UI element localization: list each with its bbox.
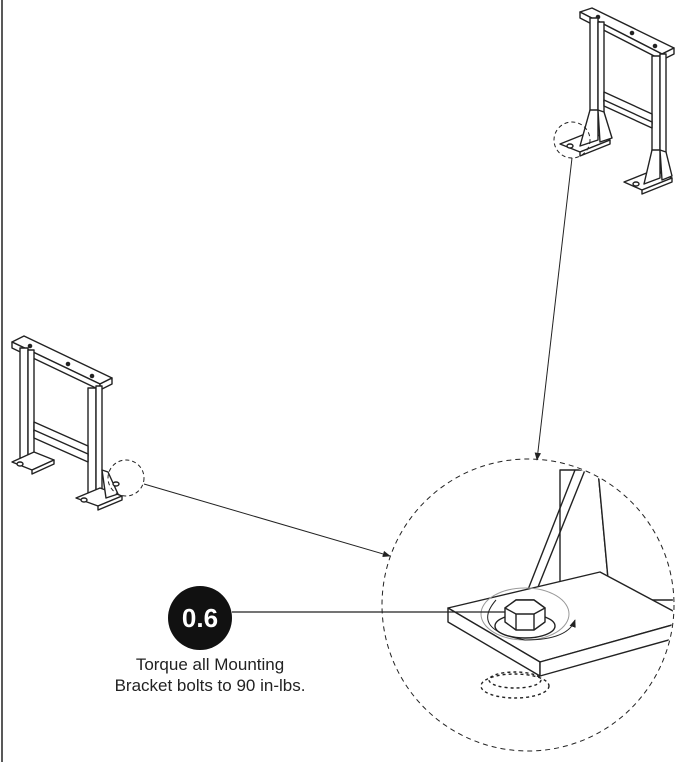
left-leader-line <box>143 483 391 558</box>
step-number-badge: 0.6 <box>168 586 232 650</box>
right-leader-line <box>534 157 573 461</box>
left-stand-illustration <box>11 335 123 511</box>
right-stand-illustration <box>559 7 675 195</box>
left-callout-circle <box>107 459 145 497</box>
torque-rotation-arrow <box>487 599 576 641</box>
bolt-detail-illustration <box>447 469 673 699</box>
instruction-line-1: Torque all Mounting <box>135 655 285 674</box>
step-instruction: Torque all Mounting Bracket bolts to 90 … <box>90 654 330 696</box>
instruction-line-2: Bracket bolts to 90 in-lbs. <box>114 676 306 695</box>
detail-callout-circle <box>381 458 675 752</box>
